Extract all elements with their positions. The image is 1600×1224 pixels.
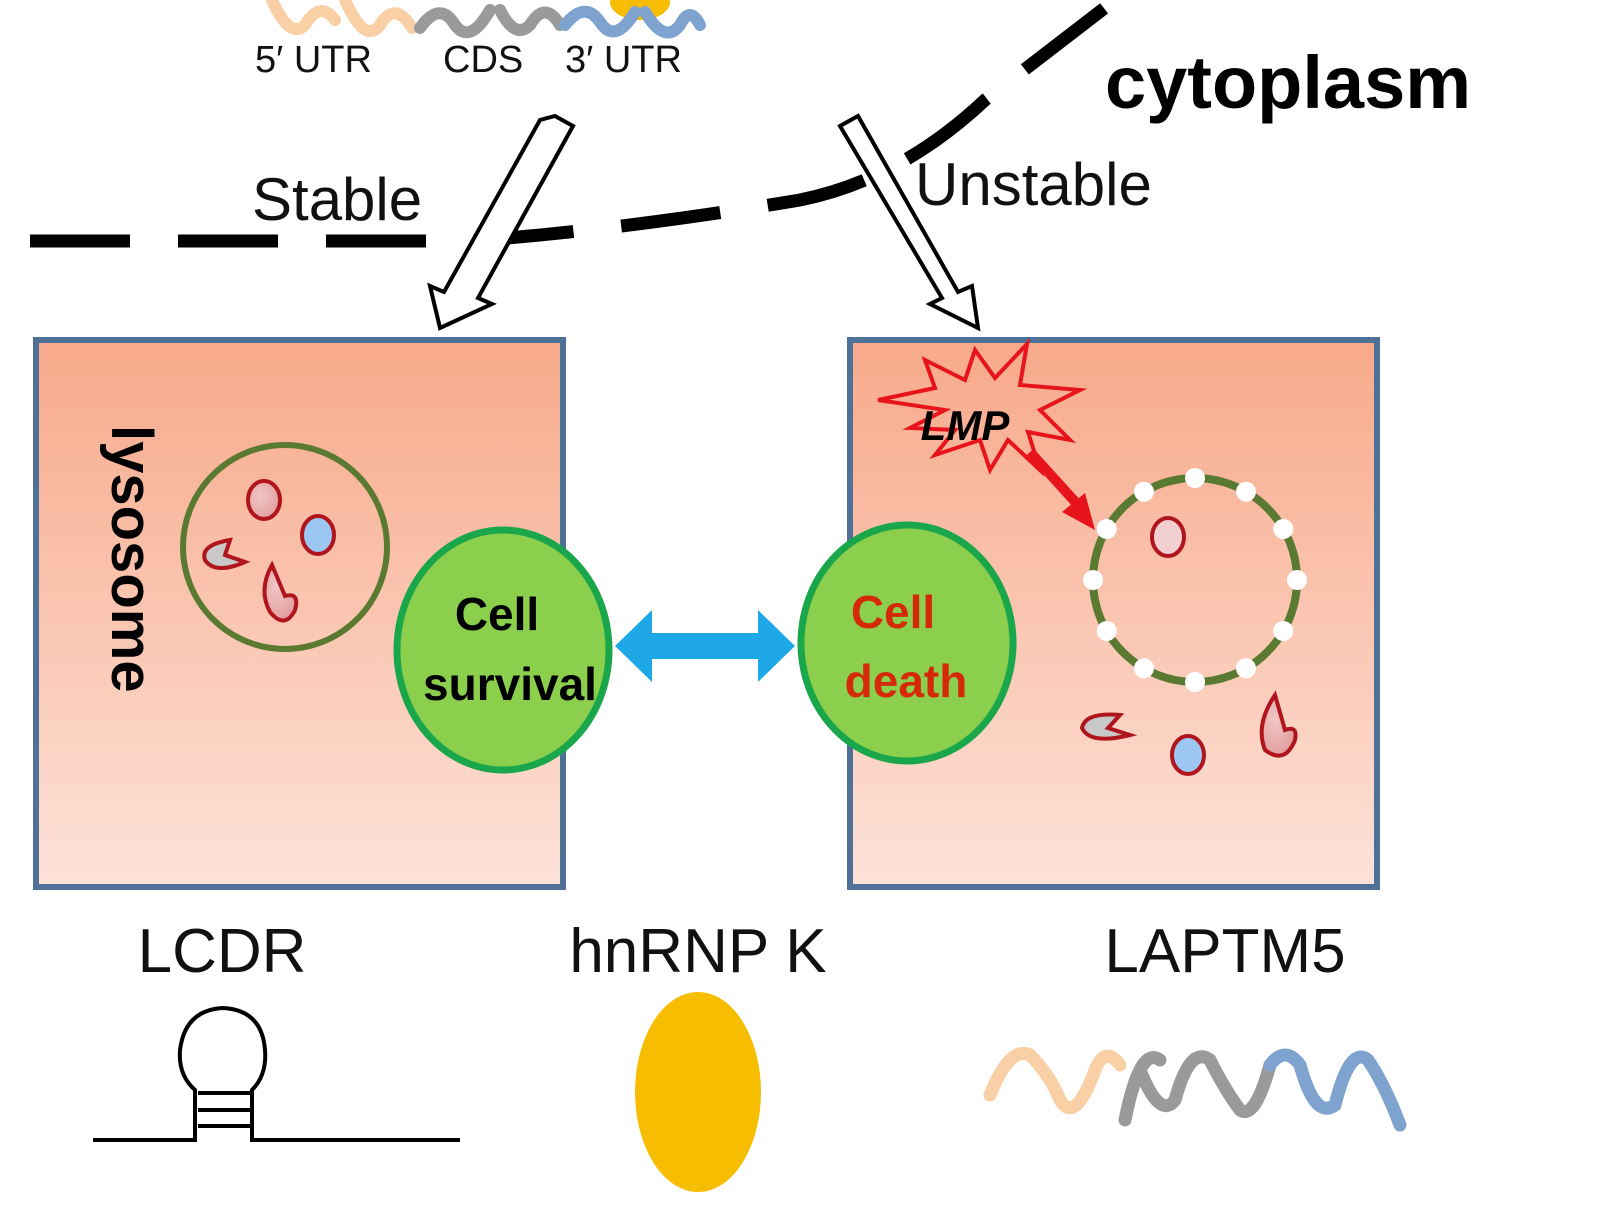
hairpin-rna-icon — [93, 1005, 460, 1142]
released-cargo-icon — [1079, 690, 1298, 776]
cell-survival-line1: Cell — [455, 588, 539, 640]
membrane-pore-icon — [1096, 519, 1117, 539]
protein-ellipse-icon — [635, 992, 761, 1192]
membrane-boundary-line — [30, 0, 1119, 248]
top-mrna-wave-icon — [266, 0, 706, 39]
membrane-pore-icon — [1236, 658, 1256, 679]
cell-survival-line2: survival — [423, 658, 597, 710]
cell-death-line2: death — [845, 655, 968, 707]
intact-lysosome-icon — [180, 442, 390, 652]
mrna-wave-icon — [983, 1047, 1407, 1132]
membrane-pore-icon — [1273, 519, 1294, 539]
unstable-arrow-icon — [837, 113, 981, 332]
membrane-pore-icon — [1134, 658, 1154, 679]
membrane-pore-icon — [1236, 481, 1256, 502]
stable-label: Stable — [252, 166, 422, 233]
cell-survival-node: Cell survival — [393, 526, 613, 774]
cell-death-node: Cell death — [797, 521, 1017, 765]
double-arrow-icon — [615, 610, 795, 682]
membrane-pore-icon — [1083, 570, 1103, 590]
lmp-arrow-icon — [1026, 448, 1095, 530]
unstable-label: Unstable — [915, 151, 1152, 218]
legend-label-laptm5: LAPTM5 — [1104, 917, 1345, 986]
label-5utr: 5′ UTR — [255, 39, 372, 81]
stable-arrow-icon — [427, 113, 576, 331]
lmp-label: LMP — [921, 402, 1011, 449]
label-cds: CDS — [443, 39, 523, 81]
membrane-pore-icon — [1185, 672, 1205, 692]
lysosome-label: lysosome — [99, 425, 164, 693]
cell-death-line1: Cell — [851, 586, 935, 638]
lmp-burst-icon: LMP — [877, 337, 1088, 477]
cytoplasm-label: cytoplasm — [1105, 41, 1471, 124]
membrane-pore-icon — [1096, 621, 1117, 641]
membrane-pore-icon — [1273, 621, 1294, 641]
legend-label-hnrnpk: hnRNP K — [569, 917, 826, 986]
membrane-pore-icon — [1185, 468, 1205, 488]
legend-label-lcdr: LCDR — [138, 917, 307, 986]
label-3utr: 3′ UTR — [565, 39, 682, 81]
permeabilized-lysosome-icon — [1083, 468, 1307, 692]
membrane-pore-icon — [1287, 570, 1307, 590]
membrane-pore-icon — [1134, 481, 1154, 502]
